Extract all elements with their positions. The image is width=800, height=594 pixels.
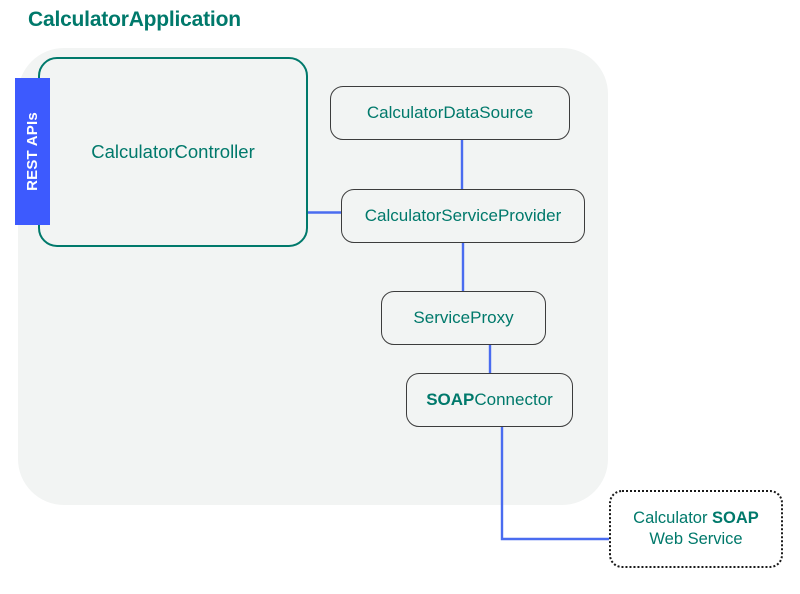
node-label: SOAPConnector bbox=[426, 389, 553, 410]
node-soap-connector[interactable]: SOAPConnector bbox=[406, 373, 573, 427]
node-label: CalculatorDataSource bbox=[366, 103, 534, 123]
node-calculator-service-provider[interactable]: CalculatorServiceProvider bbox=[341, 189, 585, 243]
node-label: ServiceProxy bbox=[413, 308, 514, 328]
node-label-line2: Web Service bbox=[649, 530, 743, 548]
node-label-plain-part: Connector bbox=[474, 390, 553, 410]
rest-apis-badge: REST APIs bbox=[15, 78, 50, 225]
node-label-line1-bold: SOAP bbox=[712, 509, 759, 528]
node-calculator-controller[interactable]: CalculatorController bbox=[38, 57, 308, 247]
node-label: CalculatorServiceProvider bbox=[364, 206, 562, 226]
node-calculator-soap-web-service[interactable]: Calculator SOAP Web Service bbox=[609, 490, 783, 568]
node-label-line1-plain: Calculator bbox=[633, 509, 713, 528]
node-calculator-data-source[interactable]: CalculatorDataSource bbox=[330, 86, 570, 140]
node-label: CalculatorController bbox=[91, 141, 255, 163]
node-label-bold-part: SOAP bbox=[426, 390, 475, 410]
node-service-proxy[interactable]: ServiceProxy bbox=[381, 291, 546, 345]
rest-apis-badge-label: REST APIs bbox=[24, 112, 42, 191]
page-title: CalculatorApplication bbox=[28, 8, 241, 31]
node-label: Calculator SOAP Web Service bbox=[633, 508, 759, 549]
